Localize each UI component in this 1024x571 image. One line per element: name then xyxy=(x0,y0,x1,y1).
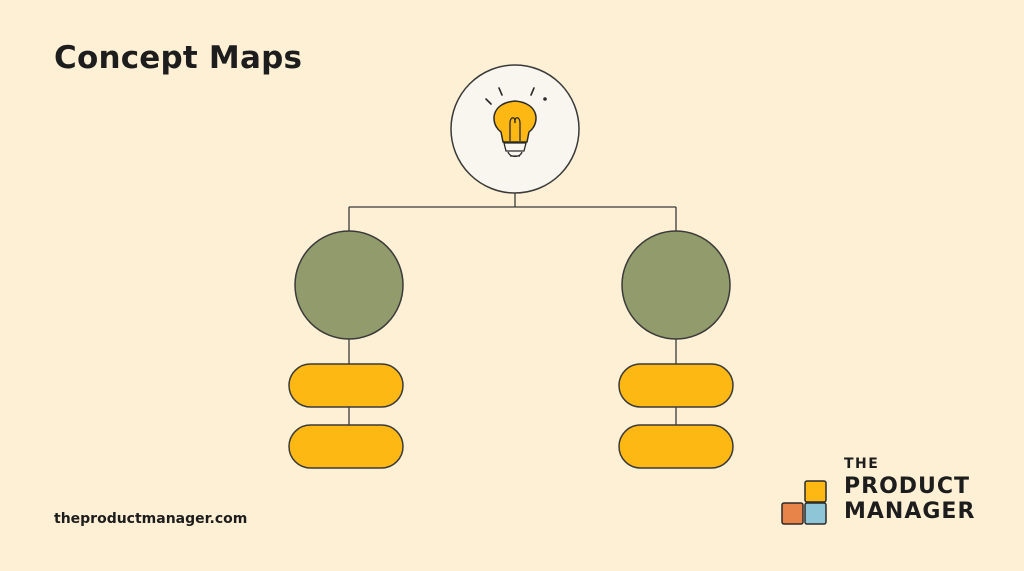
leaf-node xyxy=(618,424,734,469)
logo-line-product: PRODUCT xyxy=(844,474,971,499)
branch-node xyxy=(294,230,404,340)
leaf-node xyxy=(618,363,734,408)
page-title: Concept Maps xyxy=(54,40,303,76)
leaf-node xyxy=(288,363,404,408)
logo-line-the: THE xyxy=(844,456,880,472)
leaf-node xyxy=(288,424,404,469)
lightbulb-icon xyxy=(485,87,547,158)
connector-lines xyxy=(348,192,677,425)
branch-node xyxy=(621,230,731,340)
logo-wordmark: THE PRODUCT MANAGER xyxy=(844,457,975,526)
footer-url: theproductmanager.com xyxy=(54,511,248,527)
logo-icon xyxy=(781,480,827,525)
root-node xyxy=(450,64,580,194)
logo-line-manager: MANAGER xyxy=(844,499,976,524)
